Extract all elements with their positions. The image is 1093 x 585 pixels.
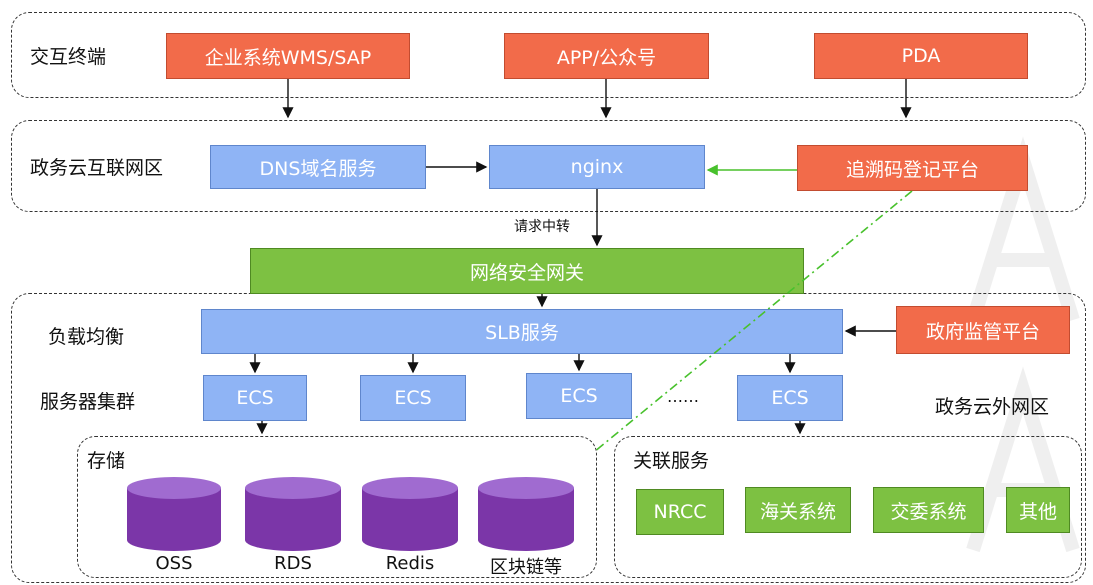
trace-platform-box: 追溯码登记平台: [797, 145, 1028, 191]
storage-label-rds: RDS: [274, 553, 312, 574]
slb-service-box: SLB服务: [201, 309, 843, 354]
dns-service-box: DNS域名服务: [210, 145, 426, 189]
storage-label-redis: Redis: [385, 553, 435, 574]
storage-label-oss: OSS: [155, 553, 193, 574]
related-zone: [614, 436, 1082, 578]
terminal-pda: PDA: [814, 33, 1028, 79]
zone-label-storage: 存储: [87, 450, 126, 472]
cylinder-blockchain: [478, 477, 574, 551]
ecs-box-4: ECS: [737, 375, 843, 421]
dashdot-trace-to-storage: [593, 190, 913, 453]
related-nrcc: NRCC: [636, 489, 724, 535]
related-customs: 海关系统: [745, 487, 851, 533]
cylinder-rds: [245, 477, 341, 551]
cylinder-oss: [127, 477, 221, 551]
zone-label-related: 关联服务: [633, 450, 710, 472]
ecs-ellipsis: ……: [667, 387, 699, 406]
zone-label-gov-internet: 政务云互联网区: [30, 157, 164, 179]
security-gateway-box: 网络安全网关: [250, 248, 804, 294]
gov-internet-zone: [11, 120, 1086, 212]
lb-label: 负载均衡: [48, 326, 125, 348]
zone-label-terminal: 交互终端: [30, 46, 107, 68]
related-transport: 交委系统: [873, 487, 984, 533]
terminal-zone: [11, 12, 1086, 98]
zone-label-gov-external: 政务云外网区: [935, 396, 1050, 418]
ecs-box-1: ECS: [203, 375, 307, 421]
cylinder-redis: [362, 477, 458, 551]
cluster-label: 服务器集群: [40, 391, 136, 413]
gov-supervision-platform-box: 政府监管平台: [896, 306, 1070, 354]
relay-label: 请求中转: [514, 219, 570, 235]
nginx-box: nginx: [489, 145, 705, 189]
terminal-app: APP/公众号: [504, 33, 709, 79]
storage-label-blockchain: 区块链等: [490, 557, 562, 578]
ecs-box-3: ECS: [526, 373, 632, 419]
terminal-wms-sap: 企业系统WMS/SAP: [166, 33, 410, 79]
storage-zone: [77, 436, 597, 578]
ecs-box-2: ECS: [360, 375, 466, 421]
related-other: 其他: [1006, 487, 1070, 533]
